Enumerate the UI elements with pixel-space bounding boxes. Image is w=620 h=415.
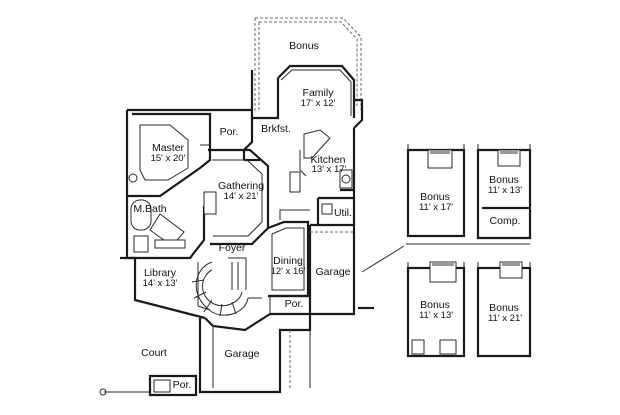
option3-bonus-size: 11' x 13' <box>418 310 454 321</box>
main-garage-label: Garage <box>224 348 260 360</box>
option-plans <box>361 144 532 358</box>
option1-bonus-label: Bonus <box>420 191 450 203</box>
master-suite-walls <box>127 112 212 198</box>
foyer-label: Foyer <box>218 242 246 254</box>
option1-bonus-size: 11' x 17' <box>418 202 454 213</box>
dining-walls <box>267 209 310 298</box>
family-room-walls <box>250 64 364 129</box>
court-porch-label: Por. <box>172 379 192 391</box>
garage-court <box>99 318 312 397</box>
master-size: 15' x 20' <box>150 153 186 164</box>
option3-bonus-label: Bonus <box>420 299 450 311</box>
master-bath-fixtures <box>127 173 206 260</box>
family-room-size: 17' x 12' <box>300 98 336 109</box>
porch-label: Por. <box>219 126 239 138</box>
gathering-walls <box>203 148 270 246</box>
family-room-label: Family <box>302 87 334 99</box>
main-walls <box>120 108 356 332</box>
breakfast-label: Brkfst. <box>261 123 291 135</box>
option2-bonus-label: Bonus <box>489 174 519 186</box>
dining-size: 12' x 16' <box>270 266 306 277</box>
bonus-room-outline <box>254 17 362 112</box>
side-garage-label: Garage <box>315 266 351 278</box>
front-porch <box>248 294 310 314</box>
court-label: Court <box>141 347 167 359</box>
option2-bonus-size: 11' x 13' <box>487 185 523 196</box>
dining-label: Dining <box>273 255 303 267</box>
kitchen-label: Kitchen <box>310 154 346 166</box>
utility-walls <box>316 196 354 225</box>
option4-bonus-label: Bonus <box>489 302 519 314</box>
kitchen-size: 13' x 17' <box>311 164 347 175</box>
utility-label: Util. <box>333 207 353 219</box>
library-stair <box>191 257 249 317</box>
side-garage-doors <box>310 231 374 310</box>
gathering-label: Gathering <box>217 180 265 192</box>
option4-bonus-size: 11' x 21' <box>487 313 523 324</box>
gathering-size: 14' x 21' <box>223 191 259 202</box>
master-label: Master <box>151 142 185 154</box>
bonus-room-label: Bonus <box>289 40 319 52</box>
kitchen-walls <box>242 118 356 193</box>
front-porch-label: Por. <box>284 298 304 310</box>
library-size: 14' x 13' <box>142 278 178 289</box>
library-label: Library <box>143 267 177 279</box>
option2-comp-label: Comp. <box>489 215 521 227</box>
master-bath-label: M.Bath <box>133 203 167 215</box>
